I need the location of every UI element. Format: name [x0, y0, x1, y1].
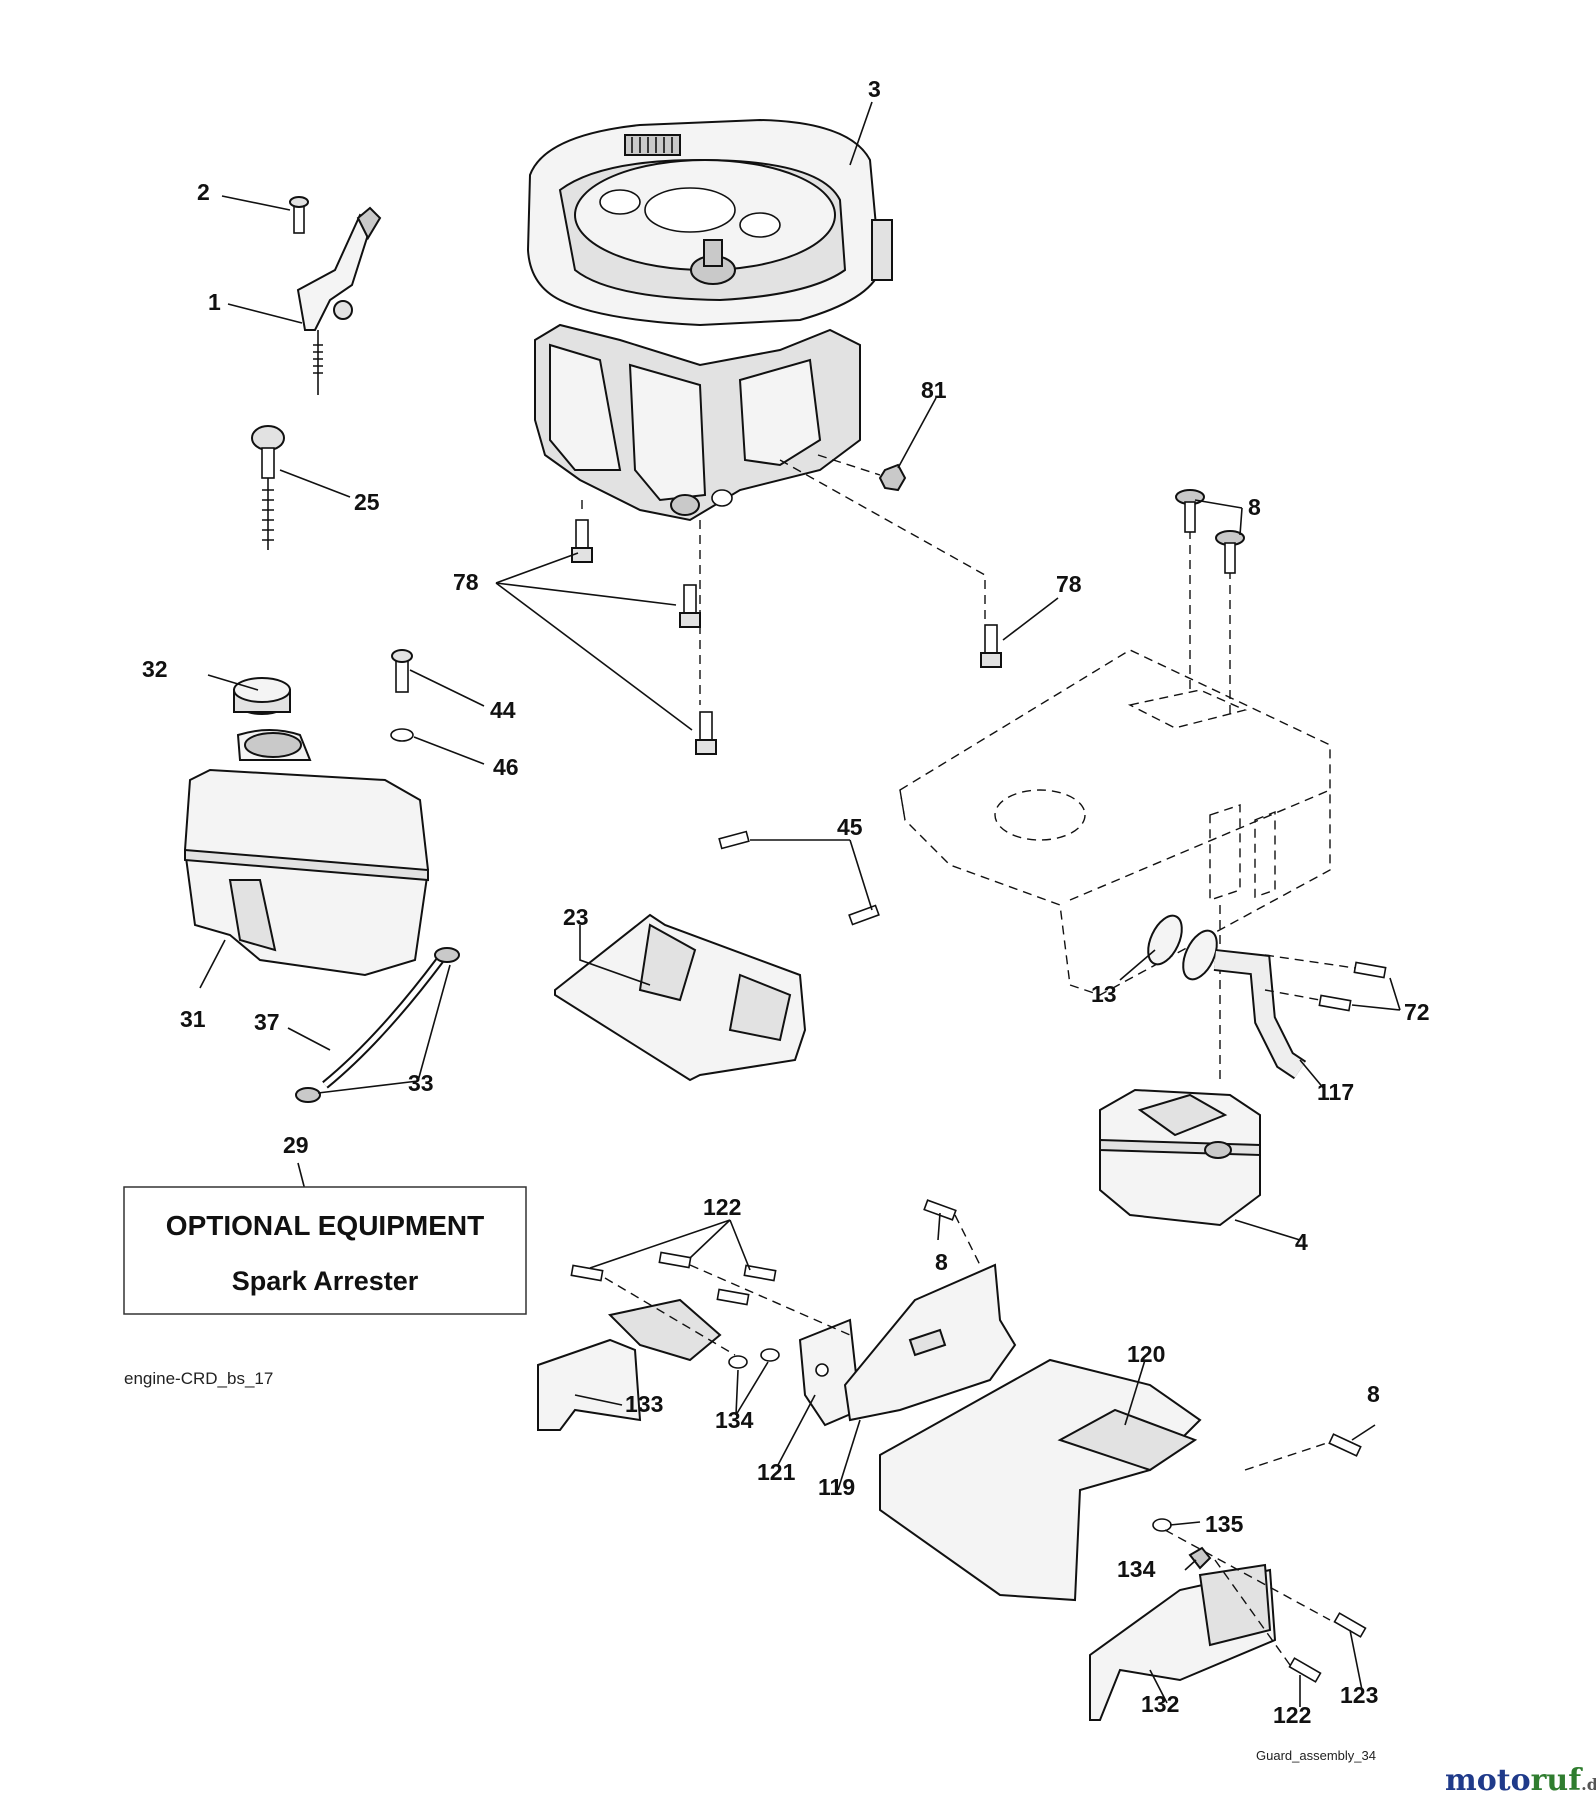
optional-equipment-title: OPTIONAL EQUIPMENT — [166, 1210, 484, 1241]
guard-reference-code: Guard_assembly_34 — [1256, 1748, 1376, 1763]
label-4: 4 — [1295, 1229, 1308, 1255]
label-132: 132 — [1141, 1691, 1179, 1717]
optional-equipment-box: OPTIONAL EQUIPMENT Spark Arrester — [123, 1186, 527, 1315]
label-23: 23 — [563, 904, 589, 930]
leader-lines — [199, 101, 1401, 1707]
muffler — [1099, 1088, 1261, 1227]
watermark-main: moto — [1445, 1763, 1531, 1798]
engine-bolts — [571, 454, 1002, 755]
label-135: 135 — [1205, 1511, 1244, 1537]
label-29: 29 — [283, 1132, 309, 1158]
watermark-logo: motoruf.de — [1445, 1763, 1596, 1798]
fuel-tank — [183, 649, 430, 977]
engine-reference-code: engine-CRD_bs_17 — [124, 1369, 273, 1388]
label-3: 3 — [868, 76, 881, 102]
exhaust-pipe — [1147, 914, 1387, 1080]
choke-knob — [251, 425, 285, 550]
heat-shield — [554, 830, 880, 1082]
label-8-upper: 8 — [1248, 494, 1261, 520]
label-119: 119 — [818, 1474, 855, 1500]
label-121: 121 — [757, 1459, 796, 1485]
label-123: 123 — [1340, 1682, 1378, 1708]
optional-equipment-subtitle: Spark Arrester — [232, 1266, 419, 1296]
throttle-lever — [289, 196, 382, 395]
engine-assembly — [526, 118, 893, 522]
label-134-left: 134 — [715, 1407, 754, 1433]
label-133: 133 — [625, 1391, 663, 1417]
watermark-suffix: .de — [1581, 1775, 1596, 1794]
label-78-right: 78 — [1056, 571, 1082, 597]
label-33: 33 — [408, 1070, 434, 1096]
label-81: 81 — [921, 377, 947, 403]
label-13: 13 — [1091, 981, 1117, 1007]
watermark-accent: ruf — [1531, 1763, 1584, 1798]
label-46: 46 — [493, 754, 519, 780]
label-134-right: 134 — [1117, 1556, 1156, 1582]
label-2: 2 — [197, 179, 210, 205]
label-72: 72 — [1404, 999, 1430, 1025]
label-45: 45 — [837, 814, 863, 840]
label-122-upper: 122 — [703, 1194, 741, 1220]
label-122-lower: 122 — [1273, 1702, 1311, 1728]
label-31: 31 — [180, 1006, 206, 1032]
label-117: 117 — [1317, 1079, 1354, 1105]
label-32: 32 — [142, 656, 168, 682]
guard-assembly — [537, 1199, 1367, 1721]
label-8-mid: 8 — [935, 1249, 948, 1275]
label-25: 25 — [354, 489, 380, 515]
label-120: 120 — [1127, 1341, 1165, 1367]
label-44: 44 — [490, 697, 516, 723]
label-37: 37 — [254, 1009, 280, 1035]
label-8-lower: 8 — [1367, 1381, 1380, 1407]
label-1: 1 — [208, 289, 221, 315]
fuel-hose — [295, 947, 460, 1103]
label-78-left: 78 — [453, 569, 479, 595]
